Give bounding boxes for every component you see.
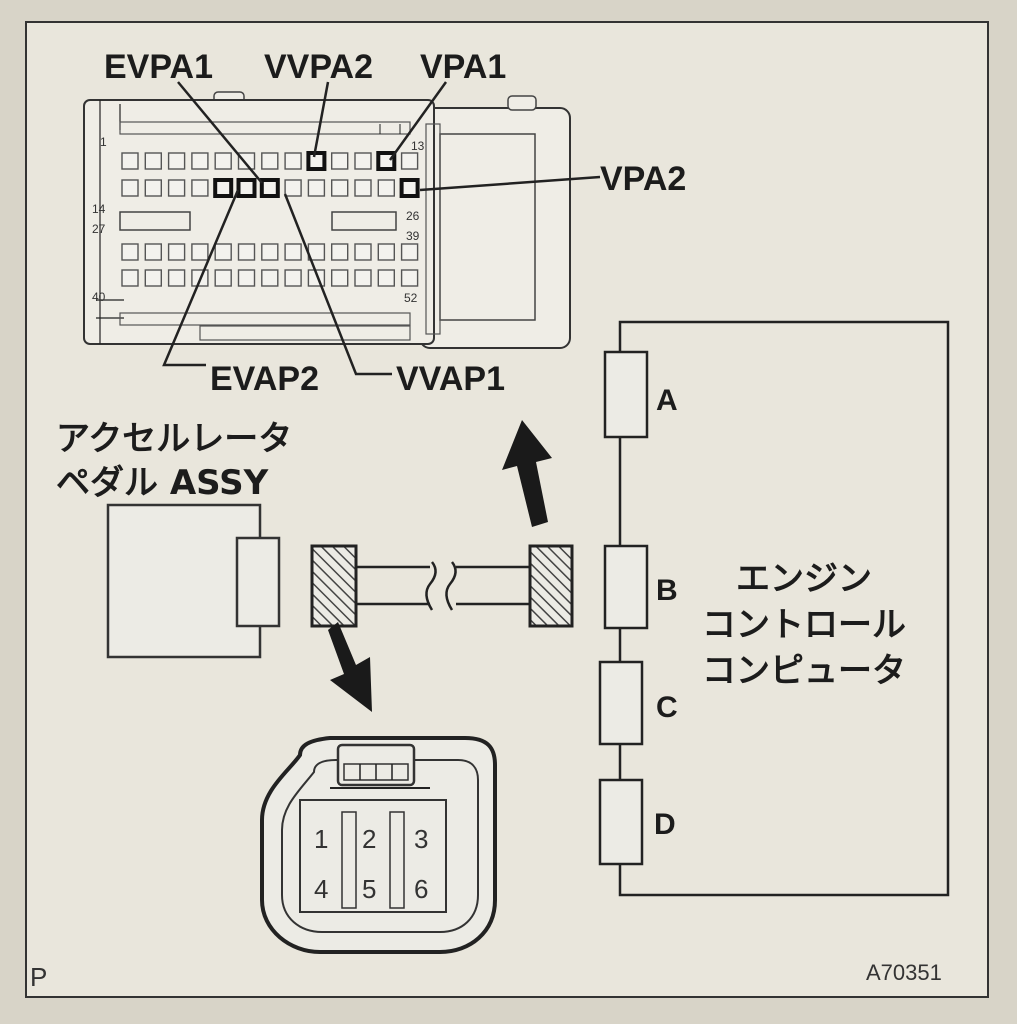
ecu-pin-cavity <box>377 179 395 197</box>
ecu-pin-cavity <box>167 179 186 197</box>
wire-harness <box>310 544 574 628</box>
harness-connector-ecu-side <box>528 544 574 628</box>
ecu-pin-cavity <box>284 179 302 197</box>
ecu-connector-c <box>598 660 644 746</box>
footer-code-left: P <box>30 962 47 992</box>
ecu-pin-cavity <box>191 243 209 261</box>
pin-number-39: 39 <box>406 229 420 243</box>
ecu-pin-cavity <box>144 179 163 197</box>
pedal-terminal-2: 2 <box>362 824 376 854</box>
ecu-pin-cavity <box>354 179 372 197</box>
harness-connector-pedal-side <box>310 544 358 628</box>
ecu-pin-cavity <box>167 152 186 170</box>
ecu-pin-cavity <box>354 269 372 287</box>
ecu-connector-a <box>603 350 649 439</box>
pedal-assy-title-line2: ペダル ASSY <box>56 463 269 503</box>
ecu-pin-cavity <box>214 269 232 287</box>
ecu-pin-cavity <box>307 179 326 197</box>
ecu-pin-cavity <box>191 179 209 197</box>
ecu-pin-cavity <box>331 243 349 261</box>
ecu-pin-cavity <box>284 152 302 170</box>
pedal-assy-title-line1: アクセルレータ <box>56 419 292 459</box>
ecu-pin-cavity <box>214 152 232 170</box>
ecu-pin-cavity <box>284 243 302 261</box>
ecu-connector-label-c: C <box>656 691 678 724</box>
ecu-pin-cavity <box>121 269 139 287</box>
pedal-terminal-numbers: 1 2 3 4 5 6 <box>314 824 428 904</box>
accelerator-pedal-assy <box>106 503 281 659</box>
ecu-connector-b <box>603 544 649 630</box>
ecu-pin-cavity <box>237 152 256 170</box>
ecu-pin-cavity <box>259 178 280 198</box>
ecu-connector-d <box>598 778 644 866</box>
arrow-up-icon <box>502 420 552 527</box>
label-vvap1: VVAP1 <box>396 360 505 398</box>
arrow-down-icon <box>328 622 372 712</box>
ecu-pin-cavity <box>237 243 256 261</box>
footer-code-right: A70351 <box>866 960 942 985</box>
ecu-pin-cavity <box>191 152 209 170</box>
label-vpa2: VPA2 <box>600 160 686 198</box>
ecu-pin-cavity <box>377 243 395 261</box>
ecu-pin-cavity <box>331 152 349 170</box>
label-vvpa2: VVPA2 <box>264 48 373 86</box>
ecu-pin-cavity <box>236 178 257 198</box>
pedal-terminal-6: 6 <box>414 874 428 904</box>
ecu-pin-cavity <box>331 269 349 287</box>
pin-number-52: 52 <box>404 291 418 305</box>
ecu-pin-cavity <box>399 178 420 198</box>
ecu-pin-cavity <box>400 243 419 261</box>
ecu-pin-cavity <box>354 243 372 261</box>
ecu-pin-cavity <box>121 179 139 197</box>
ecu-title-line2: コントロール <box>702 605 906 645</box>
ecu-pin-cavity <box>167 269 186 287</box>
pedal-terminal-1: 1 <box>314 824 328 854</box>
ecu-pin-cavity <box>213 178 234 198</box>
label-evpa1: EVPA1 <box>104 48 213 86</box>
ecu-pin-cavity <box>214 243 232 261</box>
pedal-terminal-4: 4 <box>314 874 328 904</box>
ecu-pin-cavity <box>144 152 163 170</box>
pedal-terminal-3: 3 <box>414 824 428 854</box>
ecu-pin-cavity <box>121 152 139 170</box>
ecu-pin-cavity <box>261 269 279 287</box>
ecu-pin-cavity <box>376 151 397 171</box>
ecu-pin-cavity <box>261 243 279 261</box>
ecu-pin-cavity <box>284 269 302 287</box>
pedal-terminal-5: 5 <box>362 874 376 904</box>
ecu-connector-label-b: B <box>656 574 678 607</box>
ecu-connector-face: 1 13 14 26 27 39 40 52 <box>83 91 571 349</box>
ecu-connector-label-a: A <box>656 384 678 417</box>
ecu-title-line1: エンジン <box>736 559 872 599</box>
ecu-pin-cavity <box>306 151 327 171</box>
pedal-connector-face <box>260 736 497 954</box>
engine-control-computer <box>598 320 950 897</box>
ecu-pin-cavity <box>377 269 395 287</box>
ecu-pin-cavity <box>121 243 139 261</box>
ecu-pin-cavity <box>261 152 279 170</box>
pin-number-40: 40 <box>92 290 106 304</box>
pin-number-1: 1 <box>100 135 107 149</box>
ecu-pin-cavity <box>167 243 186 261</box>
ecu-pin-cavity <box>144 269 163 287</box>
label-evap2: EVAP2 <box>210 360 319 398</box>
ecu-pin-grid <box>121 151 420 287</box>
ecu-pin-cavity <box>400 269 419 287</box>
pin-number-13: 13 <box>411 139 425 153</box>
pin-number-14: 14 <box>92 202 106 216</box>
ecu-pin-cavity <box>331 179 349 197</box>
pin-number-26: 26 <box>406 209 420 223</box>
label-vpa1: VPA1 <box>420 48 506 86</box>
pin-number-27: 27 <box>92 222 106 236</box>
ecu-connector-label-d: D <box>654 808 676 841</box>
ecu-title-line3: コンピュータ <box>702 651 906 691</box>
signal-leader-lines <box>162 81 601 376</box>
ecu-pin-cavity <box>354 152 372 170</box>
ecu-pin-cavity <box>400 152 419 170</box>
ecu-pin-cavity <box>237 269 256 287</box>
ecu-pin-cavity <box>144 243 163 261</box>
